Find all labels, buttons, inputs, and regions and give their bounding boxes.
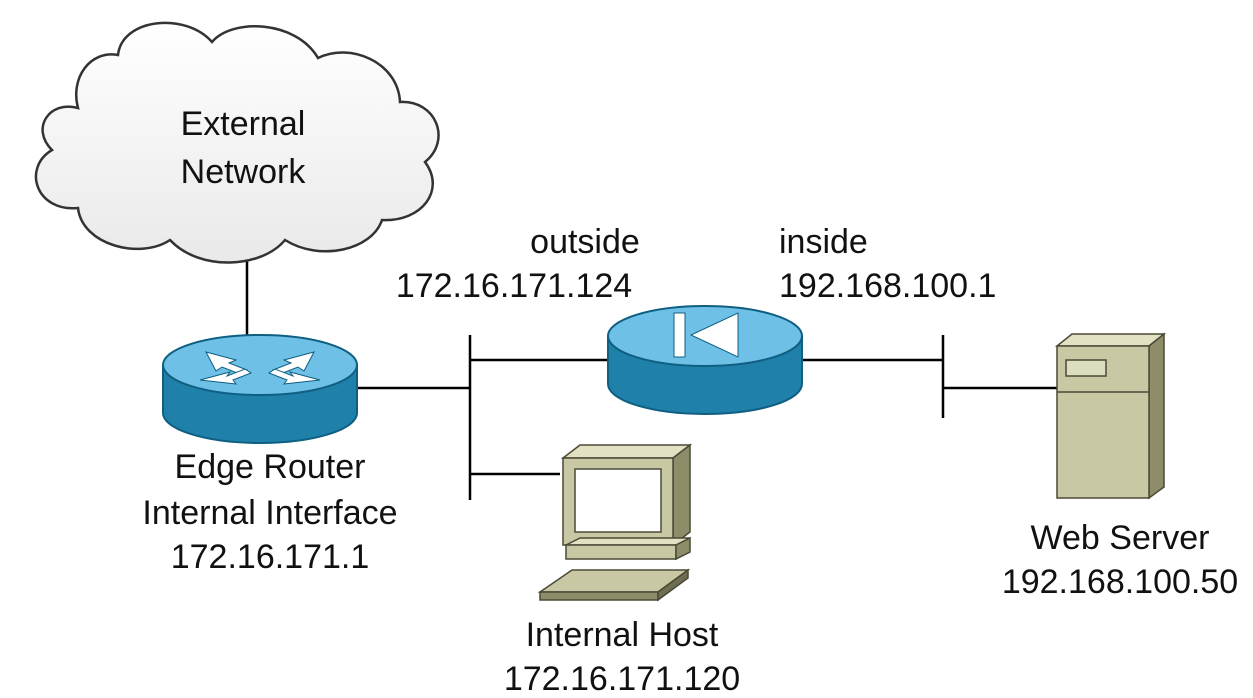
inside-interface: inside 192.168.100.1 [779,223,996,305]
router-label-line2: Internal Interface [142,494,397,532]
cloud-icon [34,21,440,264]
firewall [607,305,803,415]
internal-host: Internal Host 172.16.171.120 [504,443,740,698]
outside-interface-ip: 172.16.171.124 [396,267,632,305]
host-label-line2: 172.16.171.120 [504,660,740,693]
pix-firewall-icon [607,305,803,415]
router-icon [162,334,358,444]
network-links [245,258,1057,500]
cloud-label-line2: Network [181,153,307,191]
edge-router: Edge Router Internal Interface 172.16.17… [142,334,398,576]
outside-interface: outside 172.16.171.124 [396,223,640,305]
external-network-cloud: External Network [34,21,440,264]
host-label-line1: Internal Host [526,616,719,654]
router-label-line1: Edge Router [175,448,366,486]
web-server: Web Server 192.168.100.50 [1002,332,1238,601]
outside-interface-name: outside [530,223,640,261]
server-icon [1054,332,1167,500]
workstation-icon [537,443,693,602]
server-label-line1: Web Server [1031,519,1210,557]
inside-interface-name: inside [779,223,868,261]
inside-interface-ip: 192.168.100.1 [779,267,996,305]
server-label-line2: 192.168.100.50 [1002,563,1238,601]
router-label-line3: 172.16.171.1 [171,538,370,576]
cloud-label-line1: External [181,105,306,143]
